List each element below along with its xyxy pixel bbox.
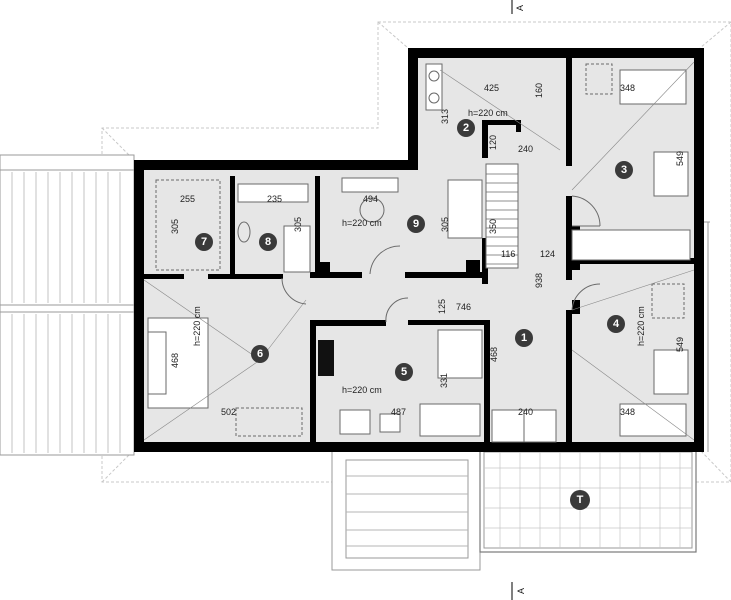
- dim-549-bottom: 549: [675, 337, 685, 352]
- left-pergola: [0, 154, 135, 456]
- dim-350: 350: [488, 219, 498, 234]
- svg-text:A: A: [515, 5, 525, 11]
- dim-240-bottom: 240: [518, 407, 533, 417]
- dim-348-top: 348: [620, 83, 635, 93]
- svg-text:7: 7: [201, 236, 207, 248]
- room-badge-4: 4: [607, 315, 625, 333]
- dim-125: 125: [437, 299, 447, 314]
- doors: [281, 195, 601, 443]
- dim-235: 235: [267, 194, 282, 204]
- dim-313: 313: [440, 109, 450, 124]
- svg-text:3: 3: [621, 164, 627, 176]
- dim-305-room7: 305: [170, 219, 180, 234]
- dim-487: 487: [391, 407, 406, 417]
- svg-text:9: 9: [413, 218, 419, 230]
- room-badge-5: 5: [395, 363, 413, 381]
- room-badge-T: T: [570, 490, 590, 510]
- svg-text:8: 8: [265, 236, 271, 248]
- svg-text:A: A: [516, 588, 526, 594]
- svg-text:T: T: [577, 494, 584, 506]
- room-badge-9: 9: [407, 215, 425, 233]
- room-badge-3: 3: [615, 161, 633, 179]
- room-badge-2: 2: [457, 119, 475, 137]
- room-badge-7: 7: [195, 233, 213, 251]
- height-label-6: h=220 cm: [192, 306, 202, 346]
- dim-305-room8: 305: [293, 217, 303, 232]
- section-marker-bottom: A: [511, 582, 526, 600]
- ceiling-lines: [143, 61, 695, 441]
- height-label-2: h=220 cm: [468, 108, 508, 118]
- dim-348-bottom: 348: [620, 407, 635, 417]
- height-label-4: h=220 cm: [636, 306, 646, 346]
- dim-494: 494: [363, 194, 378, 204]
- dimension-labels: 425 160 348 313 120 240 549 255 235 494 …: [170, 83, 685, 417]
- dim-255: 255: [180, 194, 195, 204]
- fixtures: [147, 63, 691, 437]
- front-pergola: [331, 449, 481, 571]
- floor-areas: [141, 56, 696, 445]
- dim-124: 124: [540, 249, 555, 259]
- dim-305-room9: 305: [440, 217, 450, 232]
- dim-160: 160: [534, 83, 544, 98]
- svg-text:2: 2: [463, 122, 469, 134]
- dim-425: 425: [484, 83, 499, 93]
- dim-468-room1: 468: [489, 347, 499, 362]
- dim-746: 746: [456, 302, 471, 312]
- svg-text:5: 5: [401, 366, 407, 378]
- dim-549-top: 549: [675, 151, 685, 166]
- svg-text:4: 4: [613, 318, 620, 330]
- dim-468-room6: 468: [170, 353, 180, 368]
- dim-116: 116: [501, 249, 515, 259]
- dim-120: 120: [488, 135, 498, 150]
- dim-331: 331: [439, 373, 449, 388]
- room-badges: 1 2 3 4 5 6 7 8 9 T: [195, 119, 633, 510]
- height-label-9: h=220 cm: [342, 218, 382, 228]
- room-badge-1: 1: [515, 329, 533, 347]
- section-marker-top: A: [511, 0, 525, 14]
- dim-502: 502: [221, 407, 236, 417]
- height-labels: h=220 cm h=220 cm h=220 cm h=220 cm h=22…: [192, 108, 646, 395]
- room-badge-8: 8: [259, 233, 277, 251]
- svg-text:1: 1: [521, 332, 527, 344]
- svg-text:6: 6: [257, 348, 263, 360]
- dim-240-top: 240: [518, 144, 533, 154]
- dim-938: 938: [534, 273, 544, 288]
- height-label-5: h=220 cm: [342, 385, 382, 395]
- room-badge-6: 6: [251, 345, 269, 363]
